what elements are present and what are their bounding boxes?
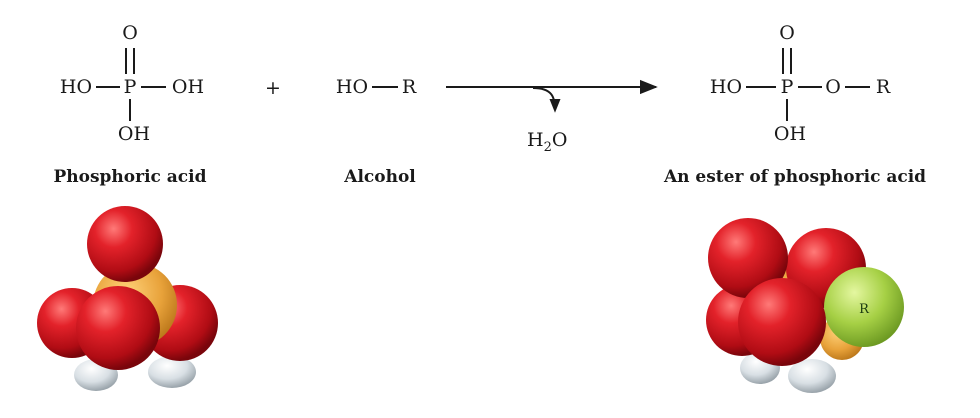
water-byproduct: H2O [527, 129, 567, 155]
r-group-model-label: R [859, 302, 870, 317]
oxygen-atom [738, 278, 826, 366]
r-group-sphere [824, 267, 904, 347]
phosphoric-acid-space-filling-model [37, 206, 218, 391]
phosphoric-acid-structure: O HO P OH OH [60, 22, 204, 145]
phosphate-ester-structure: O HO P O R OH [710, 22, 891, 145]
phosphoric-acid-top-oxygen: O [122, 22, 138, 44]
ester-phosphorus: P [781, 76, 794, 98]
phosphoric-acid-left-hydroxyl: HO [60, 76, 92, 98]
alcohol-structure: HO R [336, 76, 417, 98]
phosphoric-acid-caption: Phosphoric acid [53, 167, 206, 187]
oxygen-atom [76, 286, 160, 370]
ester-r-group: R [876, 76, 891, 98]
oxygen-atom [708, 218, 788, 298]
alcohol-hydroxyl: HO [336, 76, 368, 98]
phosphoric-acid-phosphorus: P [124, 76, 137, 98]
ester-left-hydroxyl: HO [710, 76, 742, 98]
plus-sign: + [265, 77, 281, 99]
ester-bottom-hydroxyl: OH [774, 123, 806, 145]
phosphoric-acid-right-hydroxyl: OH [172, 76, 204, 98]
phosphate-ester-space-filling-model: R [706, 218, 904, 393]
hydrogen-atom [788, 359, 836, 393]
oxygen-atom [87, 206, 163, 282]
alcohol-caption: Alcohol [343, 167, 416, 187]
phosphoric-acid-bottom-hydroxyl: OH [118, 123, 150, 145]
ester-caption: An ester of phosphoric acid [663, 167, 926, 187]
alcohol-r-group: R [402, 76, 417, 98]
ester-bridging-oxygen: O [825, 76, 841, 98]
water-release-arrow [532, 87, 561, 113]
ester-top-oxygen: O [779, 22, 795, 44]
hydrogen-atom [148, 356, 196, 388]
